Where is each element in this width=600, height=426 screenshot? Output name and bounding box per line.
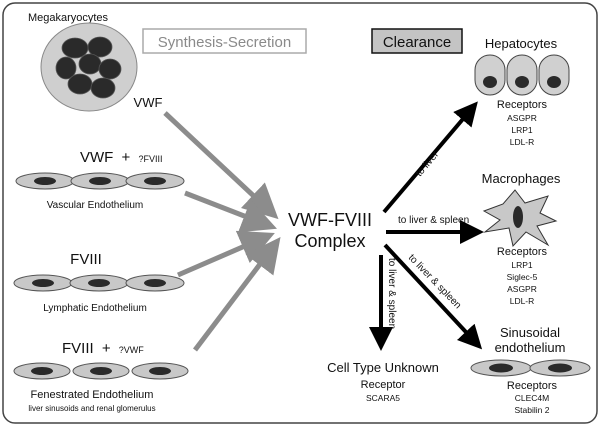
sinusoidal-receptors-title: Receptors — [507, 380, 558, 392]
endothelial-cell — [70, 172, 130, 190]
clearance-header-label: Clearance — [383, 34, 451, 51]
endothelial-cell — [13, 274, 73, 292]
unknown-receptors-title: Receptor — [361, 379, 406, 391]
sinusoidal-receptor: Stabilin 2 — [515, 405, 550, 415]
arrow-to-sinusoidal — [383, 243, 483, 350]
fenestrated-sublabel: liver sinusoids and renal glomerulus — [28, 404, 155, 413]
vascular-label: Vascular Endothelium — [47, 200, 144, 211]
clearance-arrows — [369, 101, 484, 351]
lymphatic-label: Lymphatic Endothelium — [43, 303, 147, 314]
lymphatic-product: FVIII — [70, 251, 102, 268]
cell-type-unknown: Cell Type Unknown Receptor SCARA5 — [327, 360, 439, 403]
sinusoidal-title-line2: endothelium — [495, 340, 566, 355]
clearance-header: Clearance — [371, 28, 463, 54]
sinusoidal-title-line1: Sinusoidal — [500, 325, 560, 340]
hepatocytes-receptors-title: Receptors — [497, 99, 548, 111]
endothelial-cell — [125, 172, 185, 190]
hepatocytes-receptor: LRP1 — [511, 125, 533, 135]
arrow-vascular-to-complex — [184, 190, 277, 233]
megakaryocyte-nucleus-lobes — [55, 36, 122, 99]
vascular-plus: + — [122, 149, 131, 166]
hepatocytes-receptor: ASGPR — [507, 113, 537, 123]
endothelial-cell — [13, 362, 71, 380]
hepatocytes-title: Hepatocytes — [485, 36, 558, 51]
arrow-fenestrated-to-complex — [193, 237, 281, 352]
synthesis-secretion-header: Synthesis-Secretion — [142, 28, 307, 54]
macrophage-nucleus — [513, 206, 523, 228]
vascular-endothelium: VWF + ?FVIII Vascular Endothelium — [15, 149, 185, 211]
vwf-fviii-complex: VWF-FVIII Complex — [288, 210, 372, 251]
endothelial-cell — [470, 359, 532, 377]
hepatocyte-cells — [474, 54, 570, 96]
macrophages-title: Macrophages — [482, 171, 561, 186]
sinusoidal-endothelial-cells — [470, 359, 591, 377]
arrow-megakaryocyte-to-complex — [163, 111, 279, 220]
secretion-arrows — [163, 111, 281, 352]
macrophages-receptor: Siglec-5 — [507, 272, 538, 282]
complex-label-line2: Complex — [294, 231, 365, 251]
vascular-endothelial-cells — [15, 172, 185, 190]
arrow-label-liver-spleen-down: to liver & spleen — [386, 258, 397, 329]
hepatocytes-receptor: LDL-R — [510, 137, 535, 147]
endothelial-cell — [529, 359, 591, 377]
megakaryocytes-title: Megakaryocytes — [28, 12, 109, 24]
arrow-to-hepatocytes — [382, 101, 478, 214]
synthesis-header-label: Synthesis-Secretion — [158, 34, 291, 51]
macrophages-receptor: LDL-R — [510, 296, 535, 306]
unknown-title: Cell Type Unknown — [327, 360, 439, 375]
sinusoidal-receptor: CLEC4M — [515, 393, 549, 403]
fenestrated-minor-product: ?VWF — [119, 345, 145, 355]
macrophages: Macrophages Receptors LRP1 Siglec-5 ASGP… — [482, 171, 561, 306]
hepatocytes: Hepatocytes Receptors ASGPR LRP1 LDL-R — [474, 36, 570, 147]
megakaryocyte-cell: Megakaryocytes VWF — [28, 12, 163, 112]
vascular-minor-product: ?FVIII — [138, 154, 162, 164]
arrow-label-liver-spleen-mid: to liver & spleen — [398, 215, 469, 226]
fenestrated-endothelium: FVIII + ?VWF Fenestrated Endothelium liv… — [13, 340, 189, 413]
vascular-product-line: VWF + ?FVIII — [80, 149, 162, 166]
endothelial-cell — [131, 362, 189, 380]
megakaryocyte-product: VWF — [134, 95, 163, 110]
hepatocyte-cell — [506, 54, 538, 96]
endothelial-cell — [15, 172, 75, 190]
macrophages-receptors-title: Receptors — [497, 246, 548, 258]
fenestrated-product-line: FVIII + ?VWF — [62, 340, 144, 357]
fenestrated-label: Fenestrated Endothelium — [31, 389, 154, 401]
hepatocyte-cell — [474, 54, 506, 96]
fenestrated-plus: + — [102, 340, 111, 357]
endothelial-cell — [69, 274, 129, 292]
lymphatic-endothelium: FVIII Lymphatic Endothelium — [13, 251, 185, 314]
endothelial-cell — [125, 274, 185, 292]
complex-label-line1: VWF-FVIII — [288, 210, 372, 230]
unknown-receptor: SCARA5 — [366, 393, 400, 403]
lymphatic-endothelial-cells — [13, 274, 185, 292]
vascular-product: VWF — [80, 149, 113, 166]
endothelial-cell — [72, 362, 130, 380]
macrophages-receptor: LRP1 — [511, 260, 533, 270]
fenestrated-product: FVIII — [62, 340, 94, 357]
sinusoidal-endothelium: Sinusoidal endothelium Receptors CLEC4M … — [470, 325, 591, 415]
hepatocyte-cell — [538, 54, 570, 96]
fenestrated-endothelial-cells — [13, 362, 189, 380]
macrophages-receptor: ASGPR — [507, 284, 537, 294]
